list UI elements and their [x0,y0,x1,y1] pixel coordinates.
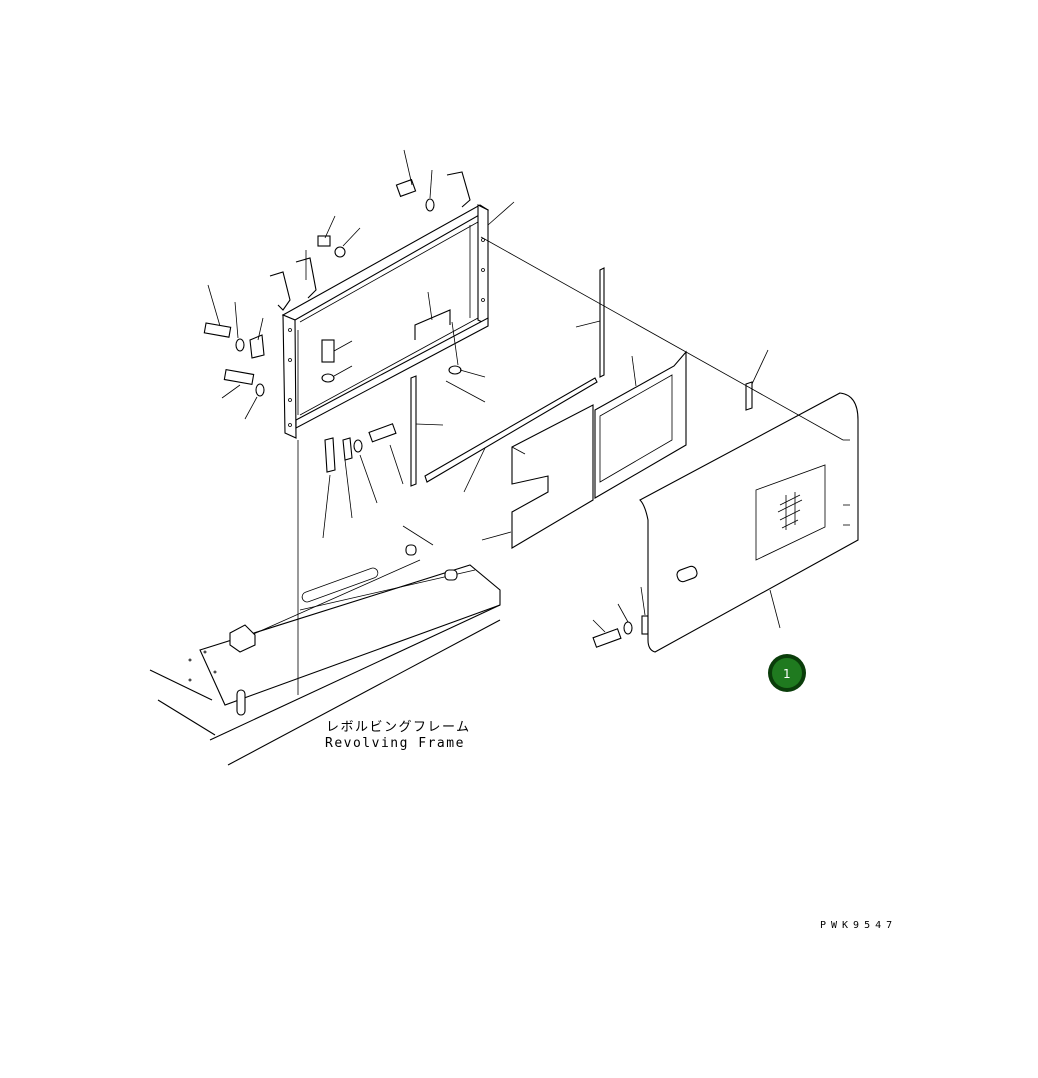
fasteners [203,178,649,648]
callout-number: 1 [783,667,791,681]
radiator-frame [269,171,490,439]
drawing-code: PWK9547 [820,920,897,931]
frame-label-jp: レボルビングフレーム [326,720,471,735]
vent-grill [777,492,803,530]
leader-lines [207,149,844,695]
callout-1[interactable]: 1 [768,654,806,692]
seal-strips [410,267,753,487]
revolving-frame [149,544,501,766]
side-door-panel [639,392,859,653]
callout-fill [772,658,802,688]
frame-label-en: Revolving Frame [325,736,465,751]
foam-seal [511,350,687,549]
